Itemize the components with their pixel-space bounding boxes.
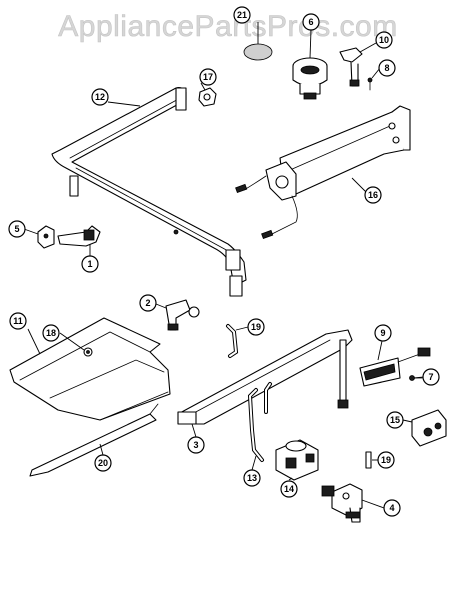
callout-4: 4 bbox=[383, 499, 401, 517]
svg-text:18: 18 bbox=[46, 328, 56, 338]
callout-1: 1 bbox=[81, 255, 99, 273]
callout-8: 8 bbox=[378, 59, 396, 77]
callout-11: 11 bbox=[9, 312, 27, 330]
part-18-screw bbox=[83, 347, 93, 357]
part-19-tube bbox=[226, 324, 239, 358]
svg-text:14: 14 bbox=[284, 484, 294, 494]
part-9-spark-module bbox=[359, 347, 431, 387]
watermark: AppliancePartsPros.com bbox=[58, 10, 397, 43]
part-11-heat-shield bbox=[9, 317, 171, 421]
part-13-tube bbox=[247, 382, 272, 462]
part-21-burner-cap bbox=[243, 43, 273, 61]
svg-text:9: 9 bbox=[380, 328, 385, 338]
callout-2: 2 bbox=[139, 294, 157, 312]
callout-14: 14 bbox=[280, 480, 298, 498]
part-15-junction-block bbox=[411, 409, 447, 447]
part-6-surface-burner bbox=[292, 57, 328, 100]
callout-21: 21 bbox=[233, 6, 251, 24]
svg-text:6: 6 bbox=[308, 17, 313, 27]
svg-text:8: 8 bbox=[384, 63, 389, 73]
callout-17: 17 bbox=[199, 68, 217, 86]
svg-text:15: 15 bbox=[390, 415, 400, 425]
callout-12: 12 bbox=[91, 88, 109, 106]
part-17-nut bbox=[198, 87, 217, 107]
callout-10: 10 bbox=[375, 31, 393, 49]
svg-text:2: 2 bbox=[145, 298, 150, 308]
part-20-support-bracket bbox=[29, 403, 159, 477]
part-5-clip bbox=[37, 225, 55, 249]
callout-13: 13 bbox=[243, 469, 261, 487]
callout-9: 9 bbox=[374, 324, 392, 342]
part-12-burner-manifold bbox=[51, 86, 247, 297]
callout-15: 15 bbox=[386, 411, 404, 429]
svg-text:1: 1 bbox=[87, 259, 92, 269]
svg-text:16: 16 bbox=[368, 190, 378, 200]
svg-text:11: 11 bbox=[13, 316, 23, 326]
leader-lines bbox=[23, 22, 425, 509]
svg-text:19: 19 bbox=[381, 455, 391, 465]
svg-text:5: 5 bbox=[14, 224, 19, 234]
svg-text:3: 3 bbox=[193, 440, 198, 450]
svg-text:19: 19 bbox=[251, 322, 261, 332]
part-1-electrode bbox=[57, 225, 101, 247]
part-2-orifice-hood bbox=[165, 299, 200, 331]
part-3-manifold-bracket bbox=[177, 329, 353, 425]
callout-16: 16 bbox=[364, 186, 382, 204]
svg-text:21: 21 bbox=[237, 10, 247, 20]
part-4-valve bbox=[321, 483, 363, 523]
part-8-screw bbox=[367, 77, 373, 91]
svg-text:10: 10 bbox=[379, 35, 389, 45]
svg-text:7: 7 bbox=[428, 372, 433, 382]
callout-7: 7 bbox=[422, 368, 440, 386]
svg-text:20: 20 bbox=[98, 458, 108, 468]
callout-5: 5 bbox=[8, 220, 26, 238]
callout-20: 20 bbox=[94, 454, 112, 472]
svg-text:17: 17 bbox=[203, 72, 213, 82]
part-14-pressure-regulator bbox=[275, 439, 319, 481]
part-16-burner-bracket bbox=[235, 105, 411, 240]
callout-19b: 19 bbox=[377, 451, 395, 469]
callout-18: 18 bbox=[42, 324, 60, 342]
svg-text:13: 13 bbox=[247, 473, 257, 483]
svg-text:12: 12 bbox=[95, 92, 105, 102]
callout-19: 19 bbox=[247, 318, 265, 336]
callout-3: 3 bbox=[187, 436, 205, 454]
callout-6: 6 bbox=[302, 13, 320, 31]
svg-text:4: 4 bbox=[389, 503, 394, 513]
part-19b-tube bbox=[365, 451, 372, 469]
part-10-bracket bbox=[339, 47, 363, 87]
